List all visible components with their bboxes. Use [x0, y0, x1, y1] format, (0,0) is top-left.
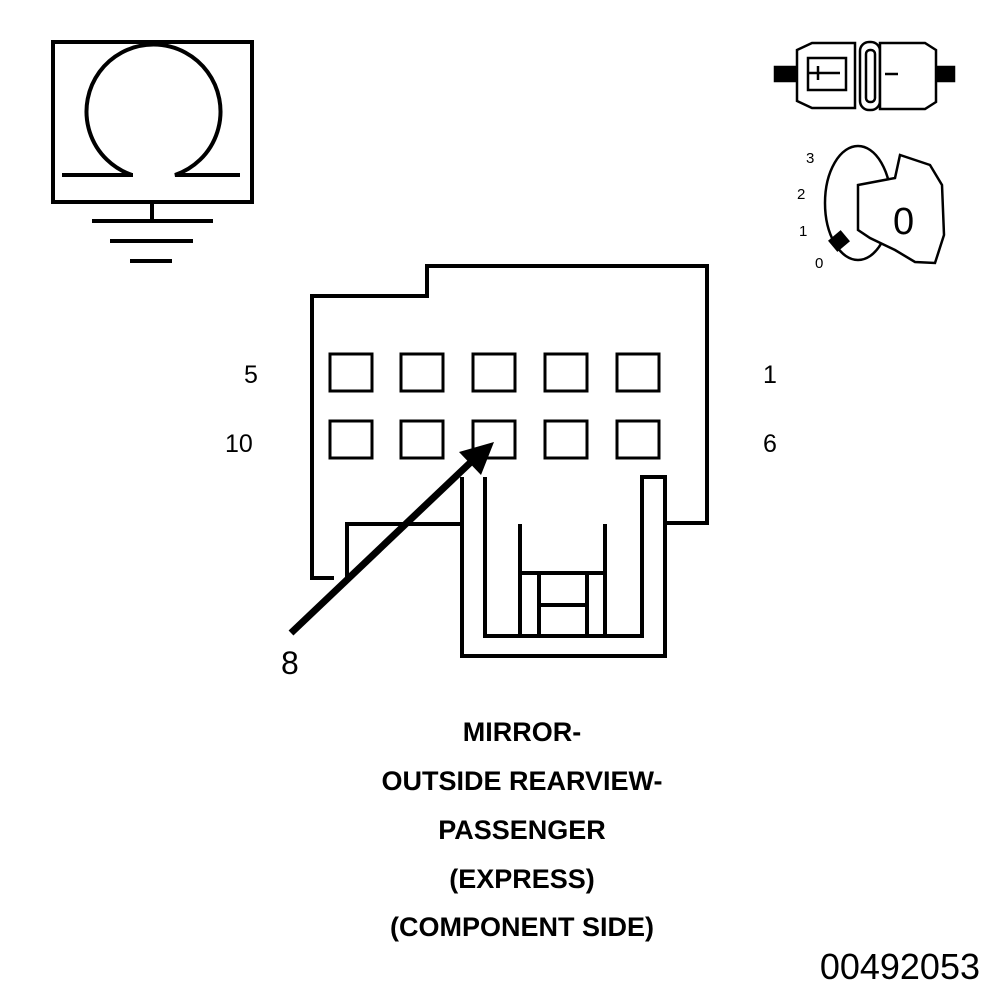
cavity-10 — [328, 419, 374, 460]
caption-line-1: MIRROR- — [463, 717, 581, 747]
pin-label-1: 1 — [763, 361, 777, 389]
pin-label-10: 10 — [225, 430, 253, 458]
caption-line-4: (EXPRESS) — [449, 864, 595, 894]
cavity-5 — [328, 352, 374, 393]
connector-caption: MIRROR- OUTSIDE REARVIEW- PASSENGER (EXP… — [382, 717, 663, 942]
cavity-3 — [471, 352, 517, 393]
ignition-position-2: 2 — [797, 186, 805, 203]
ignition-position-3: 3 — [806, 150, 814, 167]
caption-line-5: (COMPONENT SIDE) — [390, 912, 654, 942]
cavity-4 — [399, 352, 445, 393]
key-label: 0 — [893, 201, 914, 243]
caption-line-2: OUTSIDE REARVIEW- — [382, 766, 663, 796]
cavity-2 — [543, 352, 589, 393]
caption-line-3: PASSENGER — [438, 815, 606, 845]
terminal-cavities — [328, 352, 661, 460]
ignition-position-1: 1 — [799, 223, 807, 240]
ignition-off-key-icon — [823, 144, 946, 265]
figure-id: 00492053 — [820, 946, 980, 987]
callout-pin-label: 8 — [281, 645, 299, 681]
cavity-6 — [615, 419, 661, 460]
ignition-position-0: 0 — [815, 255, 823, 272]
callout-arrow — [288, 442, 494, 636]
cavity-1 — [615, 352, 661, 393]
cavity-7 — [543, 419, 589, 460]
cavity-9 — [399, 419, 445, 460]
disconnected-connector-icon — [773, 40, 956, 112]
connector-housing — [310, 264, 709, 658]
ohmmeter-ground-icon — [51, 40, 254, 263]
pin-label-6: 6 — [763, 430, 777, 458]
pin-label-5: 5 — [244, 361, 258, 389]
